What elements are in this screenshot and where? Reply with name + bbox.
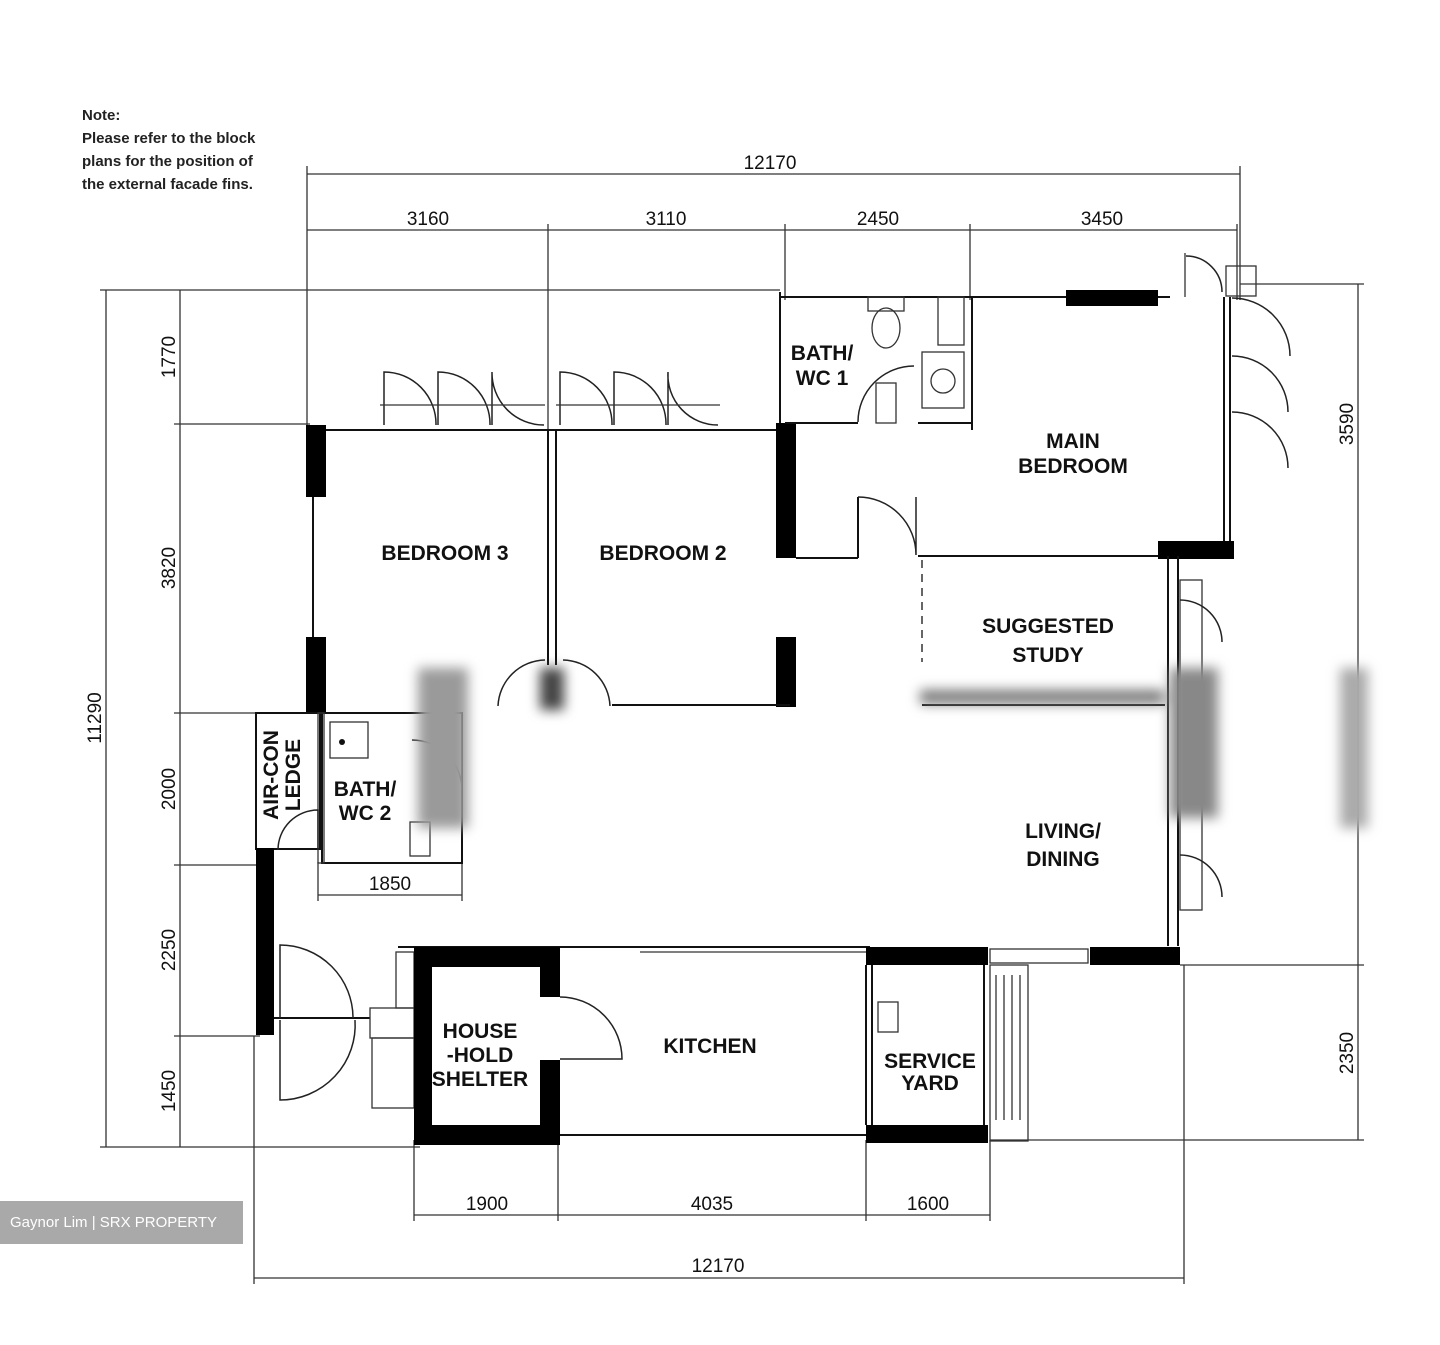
dim-left-5: 1450 <box>159 1070 180 1112</box>
bedroom-3-label: BEDROOM 3 <box>381 542 508 565</box>
suggested-study-label: SUGGESTED <box>982 615 1114 638</box>
bath-wc2-label-2: WC 2 <box>339 802 392 825</box>
kitchen-label: KITCHEN <box>663 1035 756 1058</box>
main-bedroom-label-2: BEDROOM <box>1018 455 1128 478</box>
dim-left-1: 1770 <box>159 336 180 378</box>
suggested-study-label-2: STUDY <box>1012 644 1083 667</box>
dim-top-total: 12170 <box>744 153 797 174</box>
note-line-2: plans for the position of <box>82 153 253 170</box>
dim-bottom-1: 1900 <box>466 1194 508 1215</box>
living-dining-label: LIVING/ <box>1025 820 1101 843</box>
dim-right-2: 2350 <box>1337 1032 1358 1074</box>
household-shelter-label-3: SHELTER <box>432 1068 528 1091</box>
dim-bottom-2: 4035 <box>691 1194 733 1215</box>
note-title: Note: <box>82 107 121 124</box>
dimension-lines <box>100 166 1364 1284</box>
dim-wc2-width: 1850 <box>369 874 411 895</box>
main-bedroom-label: MAIN <box>1046 430 1100 453</box>
walls <box>255 253 1257 1145</box>
aircon-ledge-label: AIR-CON <box>260 730 283 820</box>
household-shelter-label: HOUSE <box>443 1020 518 1043</box>
dim-left-2: 3820 <box>159 547 180 589</box>
dim-top-3: 2450 <box>857 209 899 230</box>
bedroom-2-label: BEDROOM 2 <box>599 542 726 565</box>
dim-top-2: 3110 <box>646 209 687 230</box>
blurred-region <box>418 668 1368 828</box>
service-yard-label: SERVICE <box>884 1050 976 1073</box>
aircon-ledge-label-2: LEDGE <box>282 739 305 811</box>
dim-bottom-total: 12170 <box>692 1256 745 1277</box>
watermark-credit: Gaynor Lim | SRX PROPERTY <box>0 1201 243 1244</box>
service-yard-label-2: YARD <box>901 1072 959 1095</box>
plan-note: Note: Please refer to the block plans fo… <box>82 104 322 196</box>
dim-left-3: 2000 <box>159 768 180 810</box>
living-dining-label-2: DINING <box>1026 848 1100 871</box>
dim-left-4: 2250 <box>159 929 180 971</box>
bath-wc1-label: BATH/ <box>791 342 854 365</box>
note-line-1: Please refer to the block <box>82 130 256 147</box>
note-line-3: the external facade fins. <box>82 176 253 193</box>
dim-top-1: 3160 <box>407 209 449 230</box>
bath-wc2-label: BATH/ <box>334 778 397 801</box>
dim-left-total: 11290 <box>85 692 106 743</box>
household-shelter-label-2: -HOLD <box>447 1044 514 1067</box>
bath-wc1-label-2: WC 1 <box>796 367 849 390</box>
dim-top-4: 3450 <box>1081 209 1123 230</box>
dimension-labels: 12170 3160 3110 2450 3450 11290 1770 382… <box>85 153 1358 1277</box>
dim-bottom-3: 1600 <box>907 1194 949 1215</box>
room-labels: BATH/ WC 1 MAIN BEDROOM BEDROOM 3 BEDROO… <box>260 342 1128 1095</box>
dim-right-1: 3590 <box>1337 403 1358 445</box>
